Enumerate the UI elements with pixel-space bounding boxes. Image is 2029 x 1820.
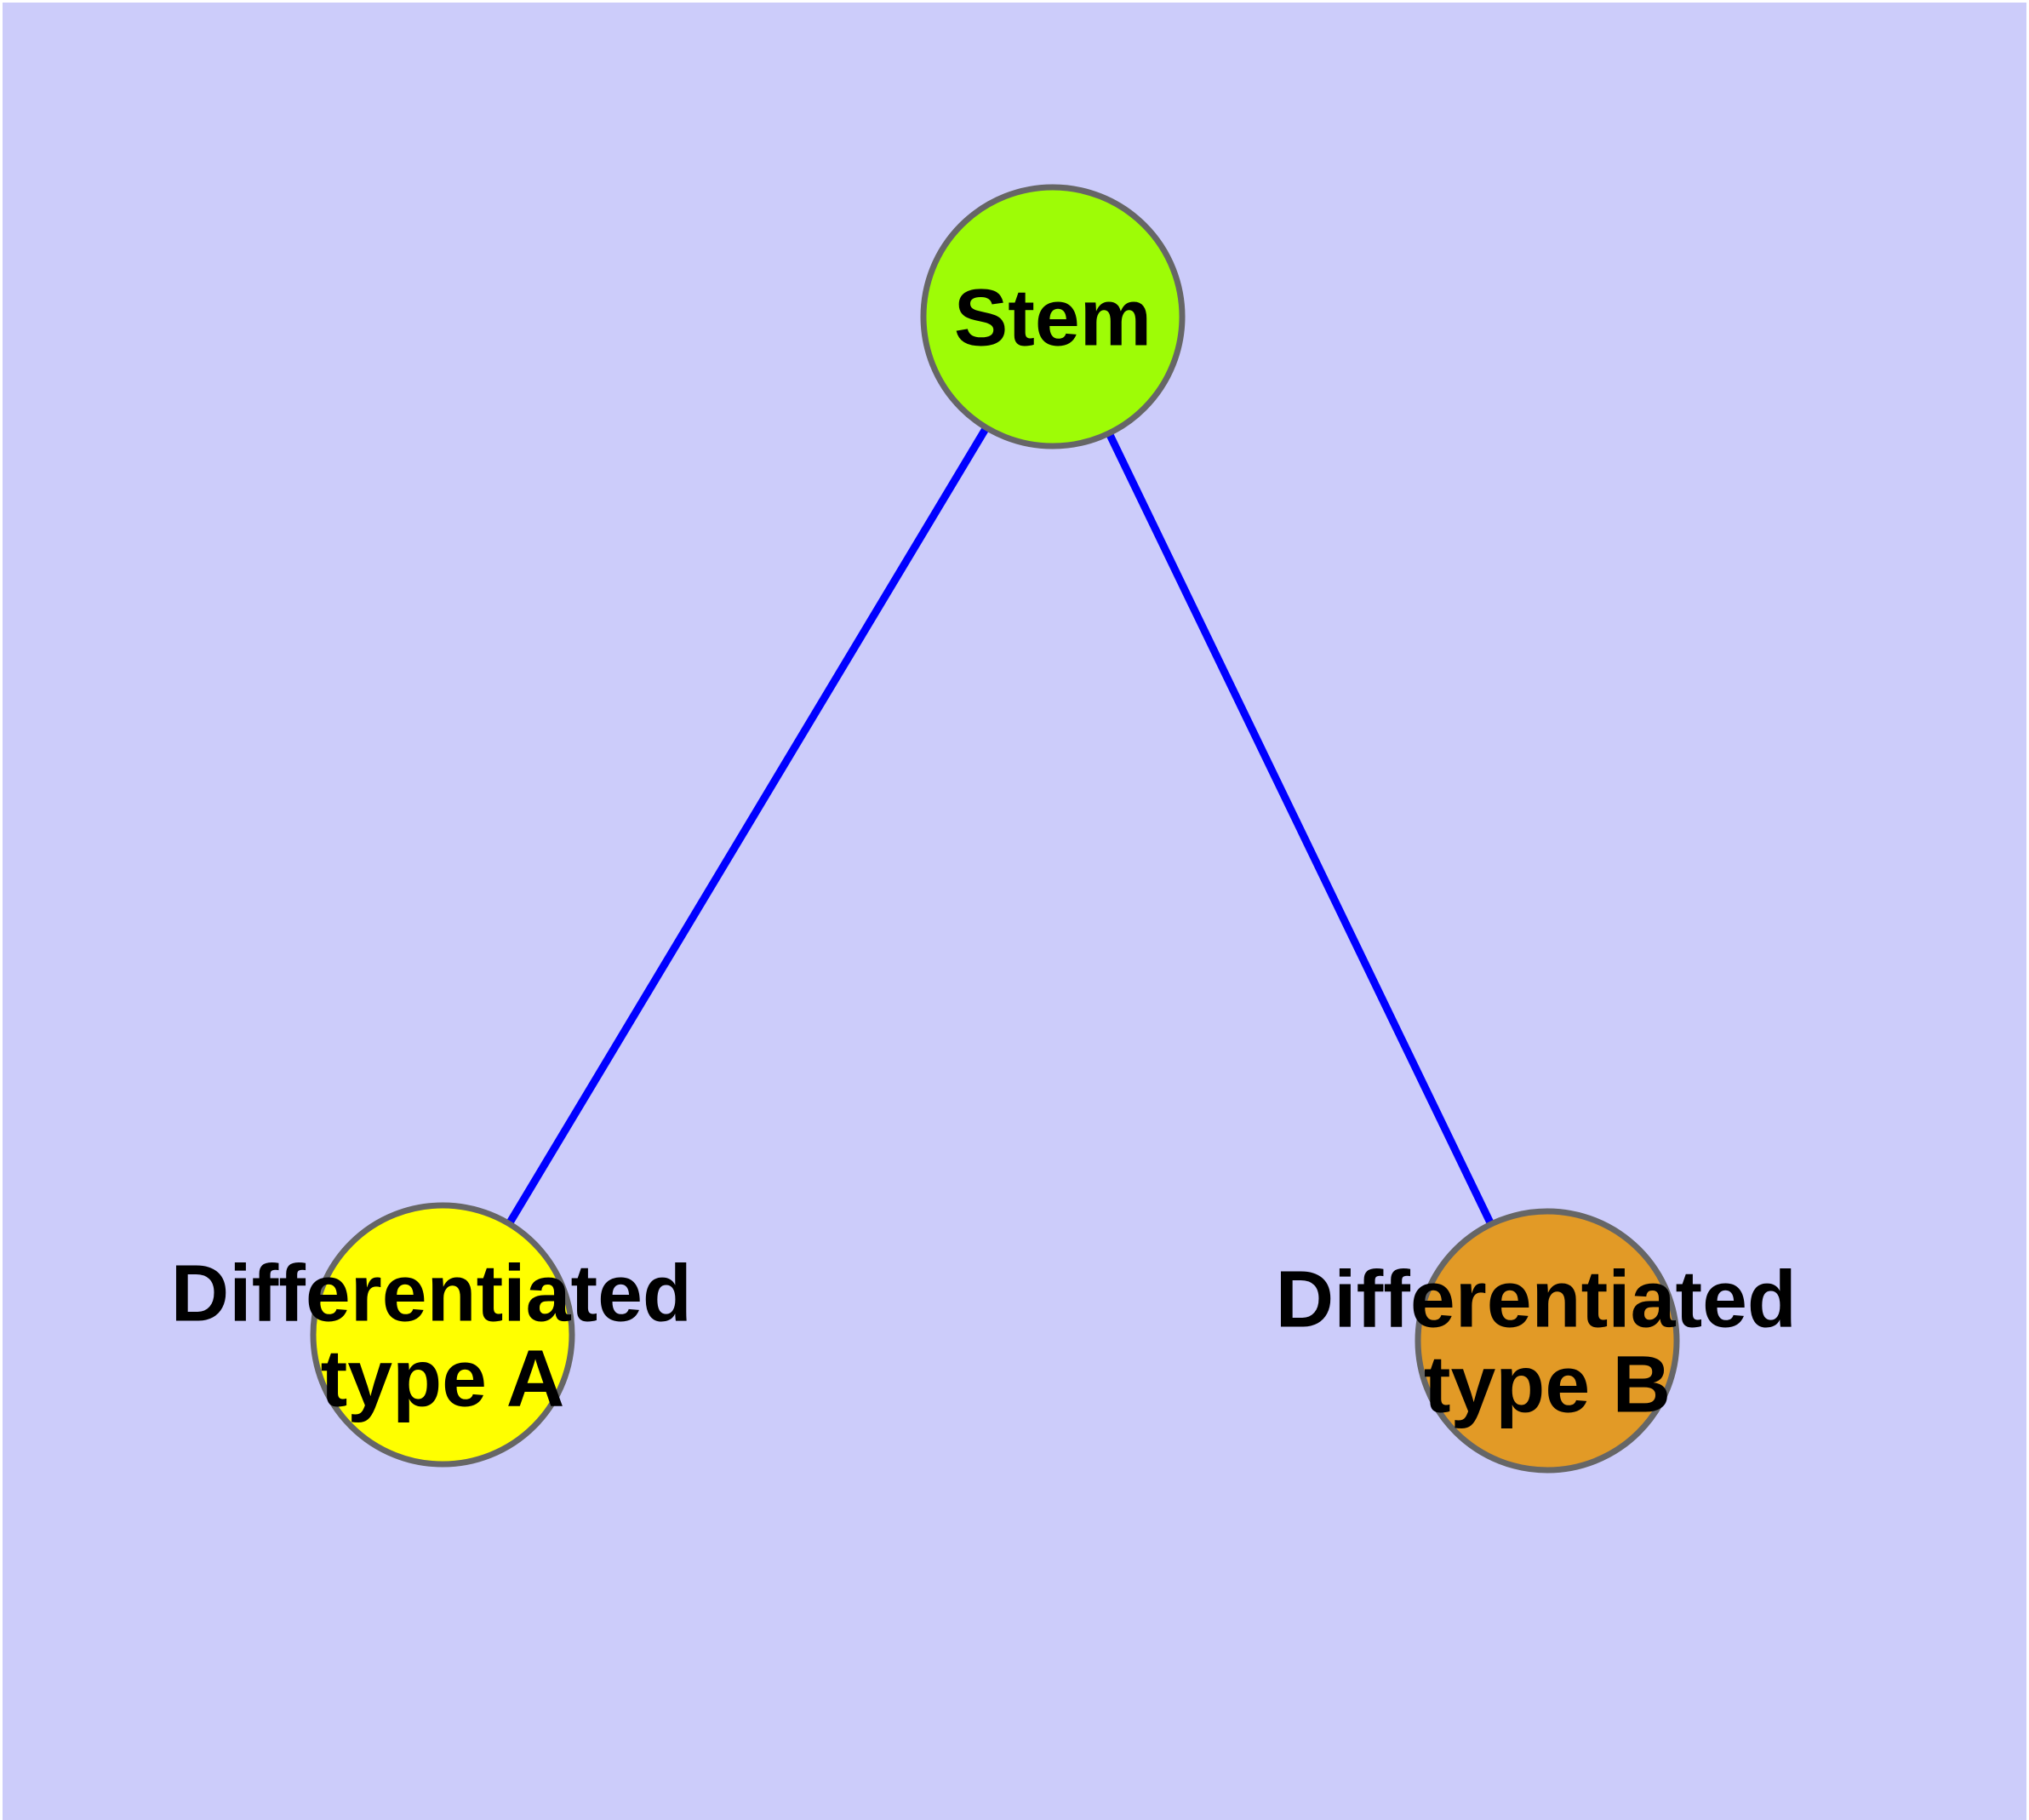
node-differentiated-type-b-label: Differentiated type B	[1276, 1254, 1820, 1429]
labels-layer: Stem Differentiated type A Differentiate…	[171, 272, 1820, 1429]
node-stem-label-line-1: Stem	[954, 272, 1152, 363]
edges-layer	[439, 314, 1552, 1342]
node-stem-circle[interactable]	[920, 184, 1186, 449]
node-differentiated-type-a[interactable]	[310, 1202, 575, 1468]
node-differentiated-type-a-circle[interactable]	[310, 1202, 575, 1468]
node-stem-label: Stem	[954, 272, 1152, 363]
node-differentiated-type-b-label-line-1: Differentiated	[1276, 1254, 1797, 1344]
edge-stem-to-differentiated-type-a[interactable]	[439, 314, 1056, 1337]
node-differentiated-type-b-label-line-2: type B	[1424, 1339, 1671, 1429]
node-differentiated-type-b[interactable]	[1415, 1208, 1680, 1474]
edge-stem-to-differentiated-type-b[interactable]	[1049, 315, 1552, 1342]
nodes-layer	[310, 184, 1680, 1474]
node-differentiated-type-a-label: Differentiated type A	[171, 1248, 715, 1423]
node-differentiated-type-a-label-line-1: Differentiated	[171, 1248, 692, 1338]
node-differentiated-type-b-circle[interactable]	[1415, 1208, 1680, 1474]
node-stem[interactable]	[920, 184, 1186, 449]
node-differentiated-type-a-label-line-2: type A	[321, 1333, 565, 1423]
